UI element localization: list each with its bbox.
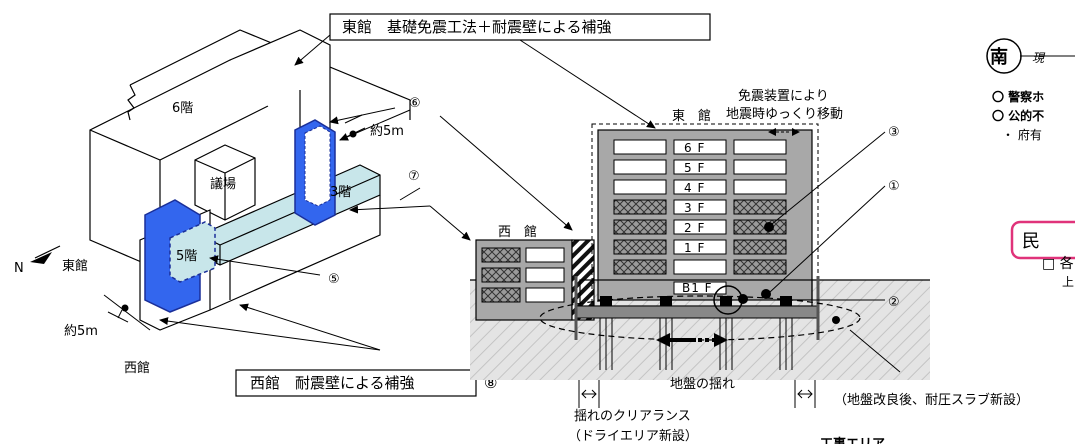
floor-2f: 2 F: [684, 221, 705, 235]
clearance-markers: [578, 380, 816, 408]
isolation-move-arrow: [768, 128, 800, 136]
ground-improve-dot: [832, 316, 840, 324]
floor-4f: 4 F: [684, 181, 705, 195]
floor-5f: 5 F: [684, 161, 705, 175]
east-building-section: [539, 123, 861, 370]
south-badge: 南: [990, 46, 1008, 68]
label-clearance-2: （ドライエリア新設）: [568, 428, 698, 444]
marker-3: ③: [888, 125, 900, 140]
floor-1f: 1 F: [684, 241, 705, 255]
leader-ground-improve: [849, 329, 901, 373]
marker-7: ⑦: [408, 169, 420, 184]
north-arrow: [30, 245, 61, 264]
marker-2: ②: [888, 295, 900, 310]
marker-6: ⑥: [409, 96, 421, 111]
label-6f: 6階: [172, 101, 193, 116]
label-north: N: [14, 261, 24, 276]
right-item-5: 上: [1062, 275, 1074, 289]
label-5f: 5階: [176, 249, 197, 264]
leader-lines-left: [159, 34, 656, 351]
label-west-wing: 西館: [124, 361, 150, 376]
cut-off-text: 工事エリア: [820, 436, 885, 444]
east-section-title: 東 館: [672, 108, 711, 124]
right-panel: 南 現 〇 警察ホ 〇 公的不 ・ 府有 民 □ 各 上: [986, 38, 1075, 289]
right-item-2: 〇 公的不: [992, 108, 1044, 123]
label-about5m-left: 約5m: [64, 324, 98, 339]
label-about5m-top: 約5m: [370, 124, 404, 139]
floor-3f: 3 F: [684, 201, 705, 215]
right-item-4: □ 各: [1042, 256, 1074, 272]
isolation-note-2: 地震時ゆっくり移動: [726, 107, 843, 122]
east-title-box: [329, 13, 711, 41]
marker-5: ⑤: [328, 272, 340, 287]
isometric-building: [89, 29, 411, 331]
west-section-title: 西 館: [498, 225, 537, 240]
min-badge: 民: [1022, 231, 1040, 252]
leader-lines-right: [745, 131, 886, 301]
label-gijo: 議場: [210, 177, 236, 192]
floor-b1f: B1 F: [682, 281, 713, 295]
label-ground-improve: （地盤改良後、耐圧スラブ新設）: [834, 392, 1029, 408]
isolation-note-1: 免震装置により: [738, 89, 829, 104]
east-title: 東館 基礎免震工法＋耐震壁による補強: [342, 18, 612, 36]
ground-shake-arrow: [656, 333, 728, 347]
west-building-section: [475, 239, 595, 321]
label-east-wing: 東館: [62, 258, 88, 274]
floor-6f: 6 F: [684, 141, 705, 155]
label-ground-shake: 地盤の揺れ: [670, 377, 735, 392]
right-item-3: ・ 府有: [1002, 127, 1042, 142]
west-title: 西館 耐震壁による補強: [250, 374, 415, 392]
south-text: 現: [1032, 51, 1046, 65]
dimension-lines: [103, 114, 366, 331]
right-item-1: 〇 警察ホ: [992, 89, 1044, 104]
west-title-box: [235, 369, 477, 397]
marker-1: ①: [888, 179, 900, 194]
label-clearance-1: 揺れのクリアランス: [574, 409, 691, 424]
label-3f: 3階: [330, 185, 351, 200]
